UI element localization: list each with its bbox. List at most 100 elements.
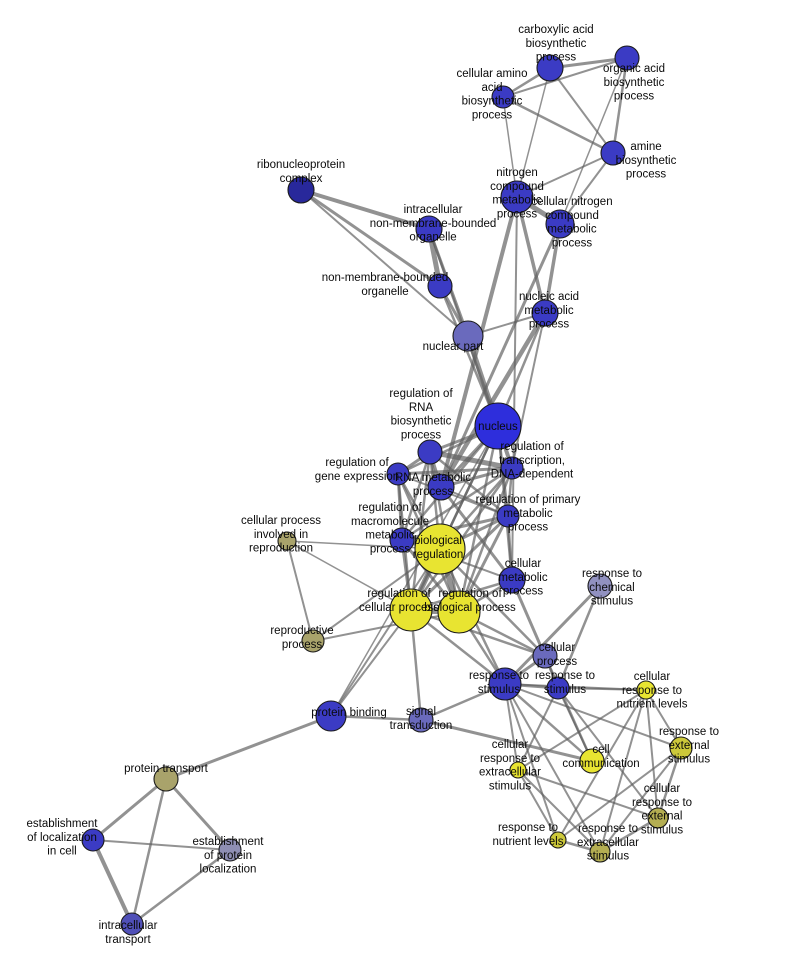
graph-node-cellrespextra[interactable] xyxy=(509,761,527,779)
graph-node-protbind[interactable] xyxy=(315,700,347,732)
graph-node-nucacid[interactable] xyxy=(531,299,559,327)
graph-edge-cellnitro-nucacid xyxy=(543,222,562,315)
graph-edge-amine-cellnitro xyxy=(559,152,614,225)
graph-node-intranmb[interactable] xyxy=(415,215,443,243)
graph-node-nucleus[interactable] xyxy=(474,402,522,450)
graph-node-cellproc[interactable] xyxy=(532,643,558,669)
graph-node-sigtrans[interactable] xyxy=(408,707,434,733)
graph-node-respstim[interactable] xyxy=(488,667,522,701)
graph-edge-cellrespnutr-cellrespext xyxy=(645,689,659,819)
graph-edge-protbind-bioreg xyxy=(330,548,441,717)
graph-node-estprot[interactable] xyxy=(218,838,242,862)
graph-edge-amine-nitrogen xyxy=(516,152,614,198)
graph-node-rnamet[interactable] xyxy=(427,473,455,501)
graph-node-regmacro[interactable] xyxy=(389,527,415,553)
graph-edge-ribo-nmb xyxy=(299,188,442,288)
graph-node-bioreg[interactable] xyxy=(414,523,466,575)
graph-edge-nitrogen-nucacid xyxy=(515,195,547,315)
graph-node-nitrogen[interactable] xyxy=(500,180,534,214)
graph-node-regbio[interactable] xyxy=(437,590,481,634)
graph-node-cellmet[interactable] xyxy=(498,566,526,594)
graph-node-respextra[interactable] xyxy=(589,841,611,863)
node-label-nucleus: nucleus xyxy=(478,421,518,433)
graph-edge-regtrans-reggene xyxy=(396,466,514,476)
node-layer xyxy=(81,45,693,936)
graph-node-amino[interactable] xyxy=(491,85,515,109)
graph-node-respnutr[interactable] xyxy=(549,831,567,849)
graph-edge-cellcomm-sigtrans xyxy=(419,718,594,763)
graph-node-cellrespnutr[interactable] xyxy=(636,680,656,700)
graph-node-cellrespext[interactable] xyxy=(647,807,669,829)
graph-edge-cellrespstim-cellcomm xyxy=(557,687,593,762)
graph-edge-nucacid-regtrans xyxy=(511,312,546,469)
graph-edge-respext-respextra xyxy=(599,747,682,853)
graph-edge-respextra-cellrespextra xyxy=(517,769,601,853)
graph-edge-cellrespstim-cellrespnutr xyxy=(557,687,647,691)
graph-node-organic[interactable] xyxy=(614,45,640,71)
graph-edge-cellrespstim-cellrespextra xyxy=(517,687,559,771)
graph-edge-ribo-intranmb xyxy=(299,188,431,231)
graph-edge-estloc-estprot xyxy=(92,839,231,851)
graph-edge-prottrans-estloc xyxy=(91,777,168,842)
graph-node-amine[interactable] xyxy=(600,140,626,166)
graph-node-regprim[interactable] xyxy=(496,504,520,528)
graph-edge-cellrespstim-respchem xyxy=(556,584,602,690)
graph-edge-ribo-nucpart xyxy=(300,189,469,337)
graph-edge-protbind-prottrans xyxy=(164,714,333,781)
graph-node-cellcomm[interactable] xyxy=(579,748,605,774)
graph-node-estloc[interactable] xyxy=(81,828,105,852)
graph-node-regcell[interactable] xyxy=(389,588,433,632)
graph-edge-amino-amine xyxy=(501,95,615,155)
graph-node-respext[interactable] xyxy=(669,736,693,760)
graph-node-nucpart[interactable] xyxy=(452,320,484,352)
graph-node-ribo[interactable] xyxy=(287,176,315,204)
graph-edge-cellrespext-cellrespextra xyxy=(517,769,659,819)
graph-node-reprocell[interactable] xyxy=(277,531,297,551)
graph-node-regtrans[interactable] xyxy=(500,456,524,480)
graph-node-carbox[interactable] xyxy=(536,54,564,82)
graph-edge-rnamet-cellmet xyxy=(439,485,514,582)
graph-node-repro[interactable] xyxy=(301,629,325,653)
node-label-prottrans: protein transport xyxy=(124,763,209,775)
graph-node-intratrans[interactable] xyxy=(120,912,144,936)
graph-node-regrna[interactable] xyxy=(417,439,443,465)
graph-node-nmb[interactable] xyxy=(427,273,453,299)
graph-node-cellrespstim[interactable] xyxy=(546,676,570,700)
graph-node-cellnitro[interactable] xyxy=(545,209,575,239)
graph-edge-organic-amino xyxy=(502,57,628,98)
graph-edge-respext-cellrespext xyxy=(656,746,683,820)
graph-node-prottrans[interactable] xyxy=(153,766,179,792)
graph-edge-respstim-respchem xyxy=(503,584,602,686)
graph-node-respchem[interactable] xyxy=(587,573,613,599)
graph-node-reggene[interactable] xyxy=(386,462,410,486)
graph-edge-regrna-regcell xyxy=(409,450,432,612)
graph-edge-cellrespext-respextra xyxy=(598,816,660,854)
